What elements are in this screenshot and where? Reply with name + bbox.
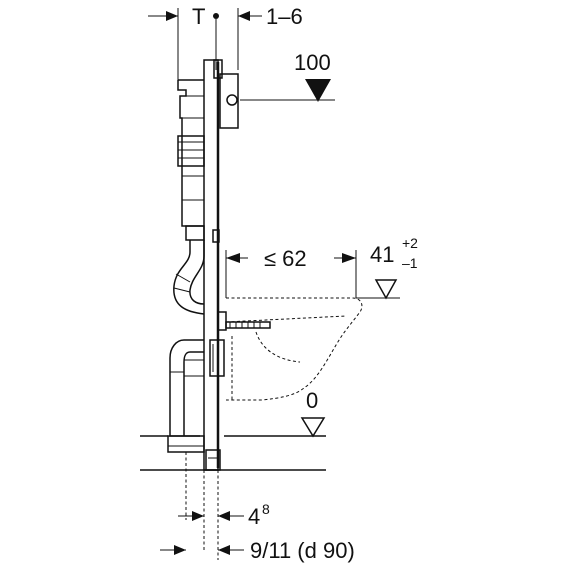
- offset-dimension: 4 8: [178, 501, 270, 529]
- offset-sup-label: 8: [262, 501, 270, 517]
- offset-base-label: 4: [248, 504, 260, 529]
- floor-level-label: 0: [306, 388, 318, 413]
- mounting-frame: [203, 59, 239, 471]
- flush-pipe: [173, 240, 205, 315]
- floor-lines: 0: [140, 388, 326, 471]
- pan-height-marker: 41 +2 –1: [356, 235, 418, 300]
- pan-height-base-label: 41: [370, 242, 394, 267]
- drain-pipe: [167, 339, 225, 453]
- max-projection-label: ≤ 62: [264, 246, 307, 271]
- pan-height-plus-label: +2: [402, 235, 418, 251]
- wc-pan-outline: [225, 297, 363, 401]
- frame-depth-label: T: [192, 4, 205, 29]
- center-lines: [185, 452, 219, 560]
- fixing-bolt: [217, 311, 271, 331]
- pan-height-minus-label: –1: [402, 255, 418, 271]
- adjust-range-label: 1–6: [266, 4, 303, 29]
- cistern: [177, 79, 205, 241]
- top-dimension: T 1–6: [148, 4, 303, 80]
- pipe-dimension: 9/11 (d 90): [160, 538, 355, 563]
- projection-dimension: ≤ 62: [225, 246, 357, 298]
- pipe-dimension-label: 9/11 (d 90): [250, 538, 355, 563]
- top-level-marker: 100: [240, 50, 335, 102]
- top-height-label: 100: [294, 50, 331, 75]
